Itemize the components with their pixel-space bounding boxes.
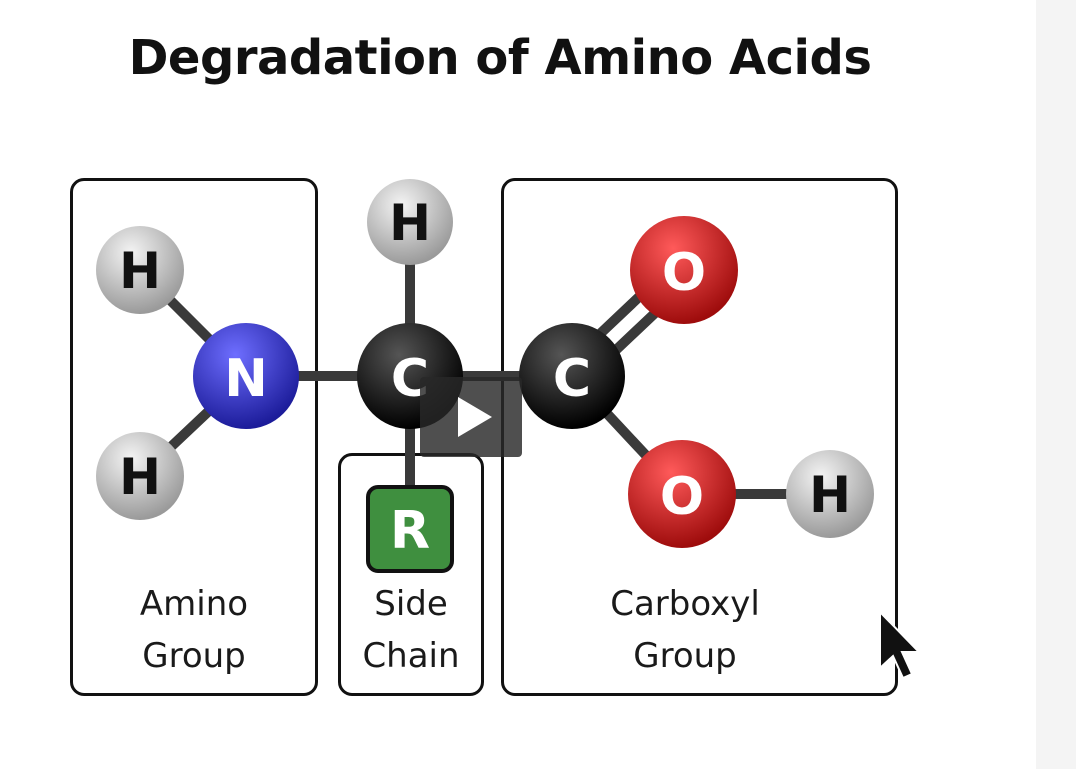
atom-label: H xyxy=(119,242,161,300)
atom-h-amino-top: H xyxy=(96,226,184,314)
atom-label: O xyxy=(660,467,704,527)
hydrogen-atom xyxy=(786,450,874,538)
frame-edge xyxy=(1036,0,1076,769)
atom-o-double: O xyxy=(630,216,738,324)
hydrogen-atom xyxy=(367,179,453,265)
atom-label: H xyxy=(119,448,161,506)
amino-label-line1: Amino xyxy=(139,584,249,624)
atom-nitrogen: N xyxy=(193,323,299,429)
nitrogen-atom xyxy=(193,323,299,429)
hydrogen-atom xyxy=(96,432,184,520)
atom-h-hydroxyl: H xyxy=(786,450,874,538)
atom-side-chain-r: R xyxy=(366,485,454,573)
atom-h-alpha: H xyxy=(367,179,453,265)
atom-label: H xyxy=(809,466,851,524)
oxygen-atom xyxy=(628,440,736,548)
carboxyl-label-line2: Group xyxy=(633,636,737,676)
oxygen-atom xyxy=(630,216,738,324)
hydrogen-atom xyxy=(96,226,184,314)
play-button[interactable] xyxy=(420,377,522,457)
carboxyl-group-label: Carboxyl Group xyxy=(560,578,810,682)
atom-label: H xyxy=(389,194,431,252)
atom-label: R xyxy=(390,501,430,561)
atom-label: O xyxy=(662,243,706,303)
carboxyl-label-line1: Carboxyl xyxy=(610,584,760,624)
atom-label: N xyxy=(224,349,268,409)
page-title: Degradation of Amino Acids xyxy=(128,30,872,86)
atom-label: C xyxy=(553,349,591,409)
side-chain-block xyxy=(366,485,454,573)
side-label-line1: Side xyxy=(374,584,448,624)
carbon-atom xyxy=(519,323,625,429)
atom-c-carboxyl: C xyxy=(519,323,625,429)
amino-label-line2: Group xyxy=(142,636,246,676)
atom-o-hydroxyl: O xyxy=(628,440,736,548)
side-chain-label: Side Chain xyxy=(338,578,484,682)
atom-h-amino-bottom: H xyxy=(96,432,184,520)
amino-group-label: Amino Group xyxy=(70,578,318,682)
mouse-cursor-icon xyxy=(879,609,922,680)
side-label-line2: Chain xyxy=(362,636,460,676)
